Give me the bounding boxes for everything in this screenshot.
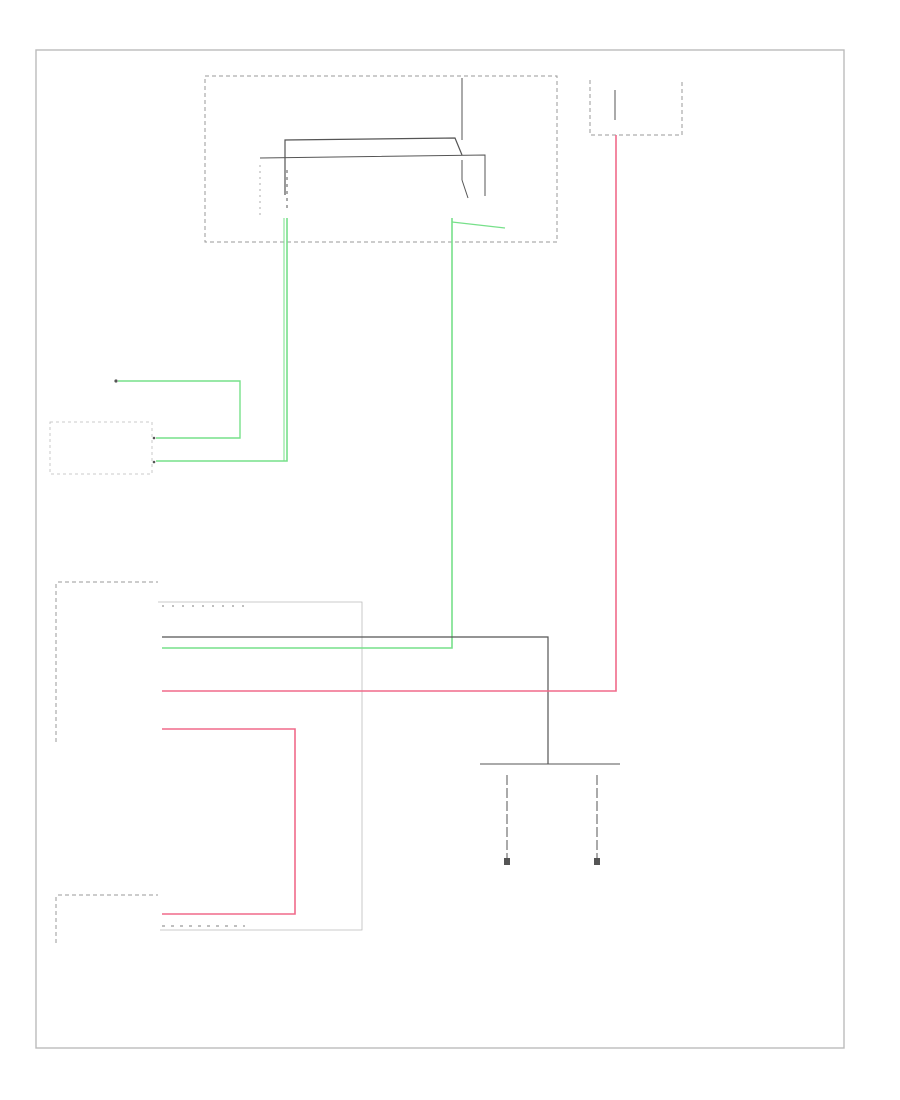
fuse-block-box bbox=[589, 80, 683, 136]
top-module-inner-line bbox=[259, 154, 486, 196]
top-module-box bbox=[204, 75, 558, 243]
instrument-cluster bbox=[49, 379, 156, 475]
wire-pink-fuse-module bbox=[162, 135, 617, 692]
module-b-right-border bbox=[158, 601, 363, 931]
diagram-frame bbox=[35, 49, 845, 1049]
cluster-pin-1 bbox=[152, 436, 156, 440]
module-c bbox=[55, 894, 158, 945]
ground-section bbox=[480, 763, 620, 865]
wire-pink-module-b-c bbox=[162, 728, 296, 915]
module-b bbox=[55, 581, 363, 931]
ground-icon-right bbox=[594, 858, 600, 865]
ground-icon bbox=[504, 858, 510, 865]
cluster-pin-2 bbox=[152, 460, 156, 464]
wire-black-module-ground bbox=[162, 636, 549, 764]
top-module-bus-line bbox=[284, 137, 463, 195]
fuse-block bbox=[589, 80, 683, 136]
wire-green-switch-module bbox=[162, 218, 453, 649]
wire-green-relay-cluster bbox=[156, 218, 288, 462]
connector-icon bbox=[114, 379, 118, 383]
cluster-box bbox=[49, 421, 153, 475]
switch-icon bbox=[461, 160, 469, 199]
top-module bbox=[204, 75, 558, 243]
wire-green-cluster-loop bbox=[118, 380, 241, 439]
wire-green-switch-callout bbox=[451, 221, 506, 229]
